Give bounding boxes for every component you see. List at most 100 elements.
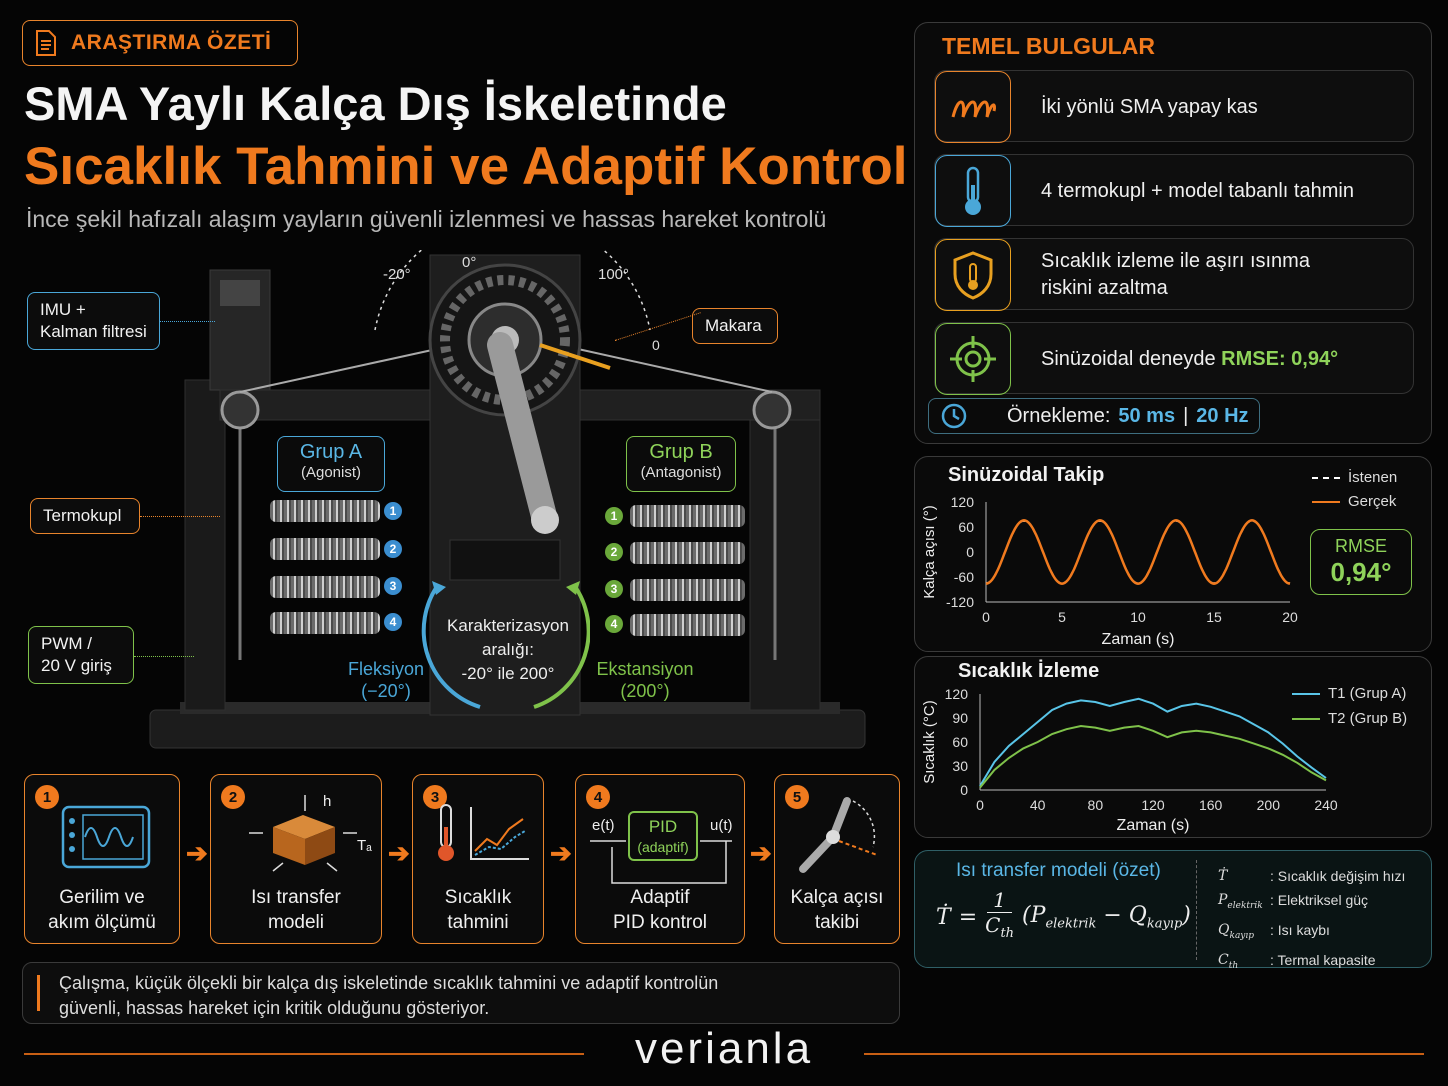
conclusion-line-1: Çalışma, küçük ölçekli bir kalça dış isk… bbox=[59, 973, 719, 993]
x-tick-label: 20 bbox=[1282, 609, 1298, 625]
footer-rule-right bbox=[864, 1053, 1424, 1055]
imu-callout: IMU + Kalman filtresi bbox=[27, 292, 160, 350]
hip-angle-icon bbox=[799, 797, 878, 873]
legend-t1-swatch bbox=[1292, 692, 1320, 695]
group-b-title: Grup B bbox=[649, 441, 713, 463]
step-arrow-2: ➔ bbox=[388, 838, 410, 868]
y-tick-label: 0 bbox=[960, 782, 968, 798]
x-tick-label: 5 bbox=[1058, 609, 1066, 625]
group-b-sub: (Antagonist) bbox=[640, 464, 722, 481]
sampling-label: Örnekleme: bbox=[1007, 404, 1111, 427]
finding-sma-muscle: İki yönlü SMA yapay kas bbox=[934, 70, 1414, 143]
flexion-label: Fleksiyon (−20°) bbox=[346, 658, 426, 702]
finding-thermocouple: 4 termokupl + model tabanlı tahmin bbox=[934, 154, 1414, 227]
step-2-h: h bbox=[323, 793, 332, 810]
angle-label-end: 0 bbox=[652, 337, 660, 353]
spring-b-badge-4: 4 bbox=[605, 615, 623, 633]
chart2-legend: T1 (Grup A) T2 (Grup B) bbox=[1292, 681, 1407, 731]
finding-overheat: Sıcaklık izleme ile aşırı ısınma riskini… bbox=[934, 238, 1414, 311]
step-3-label-1: Sıcaklık bbox=[444, 887, 512, 908]
finding-text-3: Sıcaklık izleme ile aşırı ısınma riskini… bbox=[1041, 239, 1310, 311]
spring-b4 bbox=[630, 614, 745, 636]
conclusion-accent bbox=[37, 975, 40, 1011]
finding-text-2: 4 termokupl + model tabanlı tahmin bbox=[1041, 179, 1354, 202]
research-summary-tag: ARAŞTIRMA ÖZETİ bbox=[22, 20, 298, 66]
series-line-t2 bbox=[979, 724, 1327, 789]
exoskeleton-device bbox=[140, 215, 880, 760]
x-tick-label: 15 bbox=[1206, 609, 1222, 625]
term-desc-3: : Termal kapasite bbox=[1270, 951, 1376, 968]
heat-model-title: Isı transfer modeli (özet) bbox=[956, 860, 1161, 881]
rmse-value: 0,94° bbox=[1330, 557, 1392, 587]
term-symbol-2: Qkayıp bbox=[1218, 921, 1255, 941]
series-line-t1 bbox=[979, 697, 1327, 787]
legend-actual-swatch bbox=[1312, 501, 1340, 503]
target-icon bbox=[950, 336, 996, 382]
document-icon bbox=[36, 30, 56, 56]
step-5-label-2: takibi bbox=[814, 912, 860, 933]
finding-text-1: İki yönlü SMA yapay kas bbox=[1041, 95, 1258, 118]
range-text-3: -20° ile 200° bbox=[461, 664, 555, 683]
spring-a-badge-2: 2 bbox=[384, 540, 402, 558]
step-arrow-1: ➔ bbox=[186, 838, 208, 868]
x-axis-label: Zaman (s) bbox=[1117, 817, 1190, 834]
pwm-text-2: 20 V giriş bbox=[41, 656, 112, 675]
term-desc-1: : Elektriksel güç bbox=[1270, 892, 1369, 908]
legend-desired-swatch bbox=[1312, 477, 1340, 479]
spring-b-badge-1: 1 bbox=[605, 507, 623, 525]
chart1-title: Sinüzoidal Takip bbox=[948, 464, 1105, 486]
key-findings-title: TEMEL BULGULAR bbox=[942, 33, 1155, 59]
spring-b1 bbox=[630, 505, 745, 527]
process-step-2: 2 h Tₐ Isı transfer modeli bbox=[210, 774, 382, 944]
group-b-label: Grup B (Antagonist) bbox=[626, 436, 736, 492]
spring-b3 bbox=[630, 579, 745, 601]
chart2-title: Sıcaklık İzleme bbox=[958, 660, 1100, 682]
extension-text-1: Ekstansiyon bbox=[596, 659, 694, 679]
x-tick-label: 240 bbox=[1314, 797, 1338, 813]
heat-model-panel bbox=[914, 850, 1432, 968]
tag-label: ARAŞTIRMA ÖZETİ bbox=[71, 31, 272, 54]
y-tick-label: 120 bbox=[945, 686, 969, 702]
y-axis-label: Kalça açısı (°) bbox=[921, 505, 938, 599]
finding-text-3b: riskini azaltma bbox=[1041, 277, 1168, 299]
range-text: Karakterizasyon aralığı: -20° ile 200° bbox=[440, 614, 576, 686]
extension-text-2: (200°) bbox=[620, 681, 670, 701]
pulley-callout: Makara bbox=[692, 308, 778, 344]
page-title-line2: Sıcaklık Tahmini ve Adaptif Kontrol bbox=[24, 137, 908, 196]
range-text-1: Karakterizasyon bbox=[447, 616, 569, 635]
series-line-actual bbox=[985, 519, 1291, 585]
pid-label: PID bbox=[648, 817, 678, 836]
term-desc-2: : Isı kaybı bbox=[1270, 921, 1330, 938]
spring-b2 bbox=[630, 542, 745, 564]
pid-sub: (adaptif) bbox=[637, 839, 689, 855]
thermocouple-leader bbox=[140, 516, 220, 517]
pwm-callout: PWM / 20 V giriş bbox=[28, 626, 134, 684]
step-arrow-4: ➔ bbox=[750, 838, 772, 868]
legend-actual-label: Gerçek bbox=[1348, 493, 1397, 510]
device-drawing bbox=[149, 215, 866, 749]
finding-rmse-value: RMSE: 0,94° bbox=[1221, 347, 1339, 370]
conclusion-line-2: güvenli, hassas hareket için kritik oldu… bbox=[59, 998, 490, 1018]
sampling-sep: | bbox=[1183, 404, 1189, 427]
spring-b-badge-3: 3 bbox=[605, 580, 623, 598]
group-a-title: Grup A bbox=[299, 441, 363, 463]
x-tick-label: 120 bbox=[1141, 797, 1165, 813]
step-3-label-2: tahmini bbox=[447, 912, 509, 933]
x-tick-label: 160 bbox=[1199, 797, 1223, 813]
finding-rmse-prefix: Sinüzoidal deneyde bbox=[1041, 347, 1216, 370]
step-2-label-2: modeli bbox=[268, 912, 324, 933]
spring-a4 bbox=[270, 612, 380, 634]
step-1-label-2: akım ölçümü bbox=[48, 912, 156, 933]
spring-b-badge-2: 2 bbox=[605, 543, 623, 561]
spring-a3 bbox=[270, 576, 380, 598]
y-tick-label: 0 bbox=[966, 544, 974, 560]
step-5-label-1: Kalça açısı bbox=[790, 887, 884, 908]
term-desc-0: : Sıcaklık değişim hızı bbox=[1270, 868, 1406, 884]
term-symbol-0: Ṫ bbox=[1218, 868, 1228, 884]
pwm-leader bbox=[134, 656, 194, 657]
spring-a-badge-4: 4 bbox=[384, 613, 402, 631]
y-tick-label: 120 bbox=[951, 494, 975, 510]
group-a-label: Grup A (Agonist) bbox=[277, 436, 385, 492]
clock-icon bbox=[941, 403, 967, 429]
